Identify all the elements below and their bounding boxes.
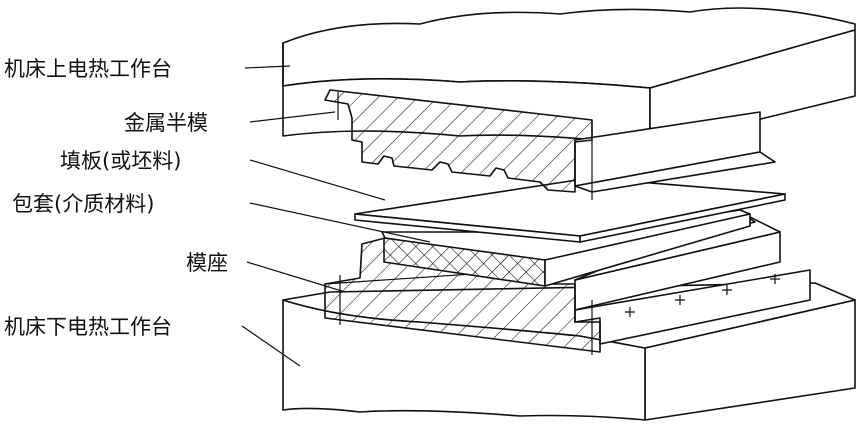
label-upper-platen: 机床上电热工作台 — [4, 57, 172, 81]
label-wrap-material: 包套(介质材料) — [12, 192, 154, 216]
label-sheet-blank: 填板(或坯料) — [60, 149, 181, 173]
sheet-blank — [354, 177, 786, 243]
label-metal-half-die: 金属半模 — [124, 111, 208, 135]
leader-lines — [241, 65, 431, 367]
label-die-base: 模座 — [186, 251, 228, 275]
label-lower-platen: 机床下电热工作台 — [4, 315, 172, 339]
metal-half-die — [324, 89, 776, 200]
